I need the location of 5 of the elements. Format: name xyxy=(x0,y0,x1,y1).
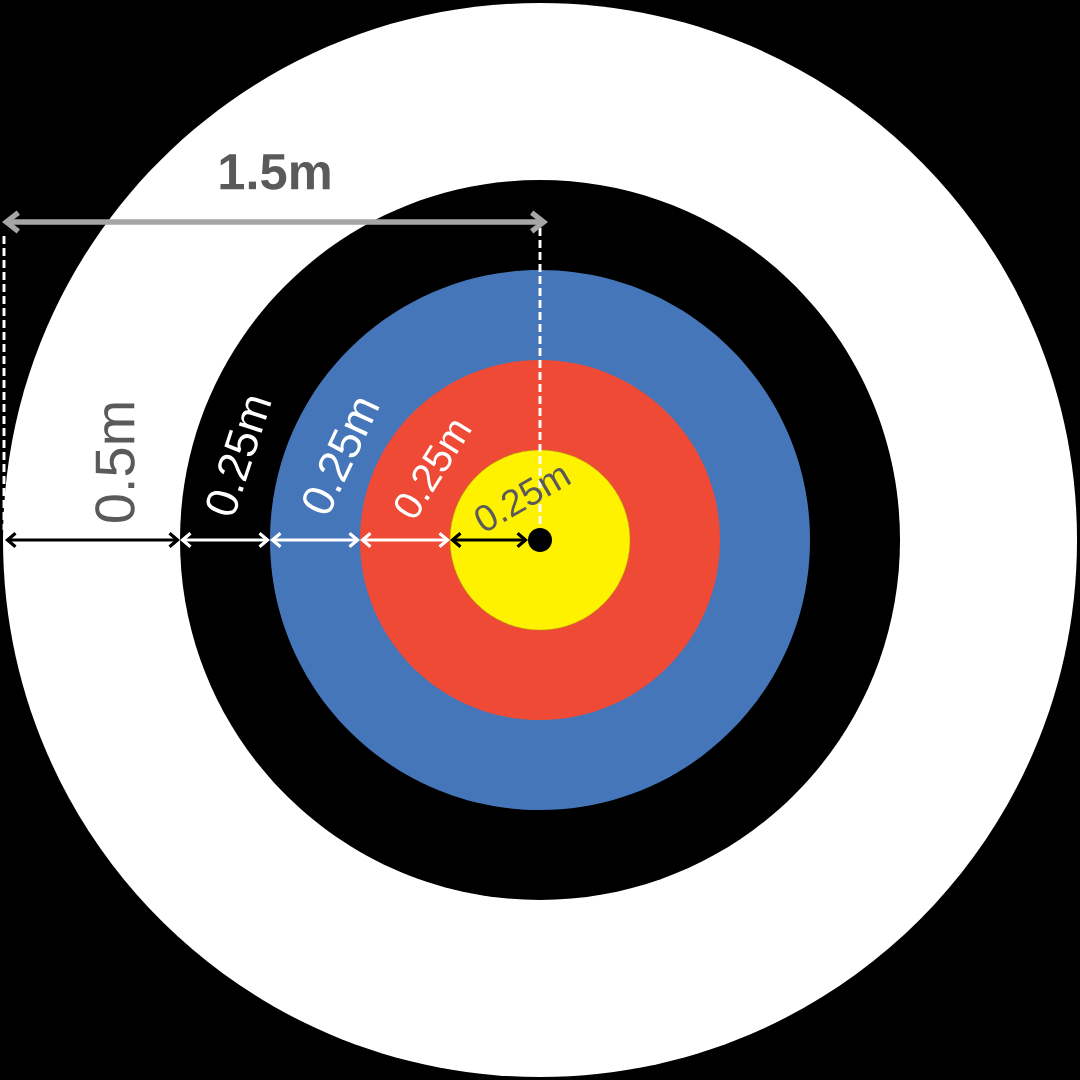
dimension-label: 0.25m xyxy=(206,397,272,515)
dimension-label: 1.5m xyxy=(220,154,330,190)
dimension-label: 0.25m xyxy=(303,399,380,514)
dimension-label: 0.5m xyxy=(95,403,135,523)
dimension-label: 0.25m xyxy=(475,467,572,531)
